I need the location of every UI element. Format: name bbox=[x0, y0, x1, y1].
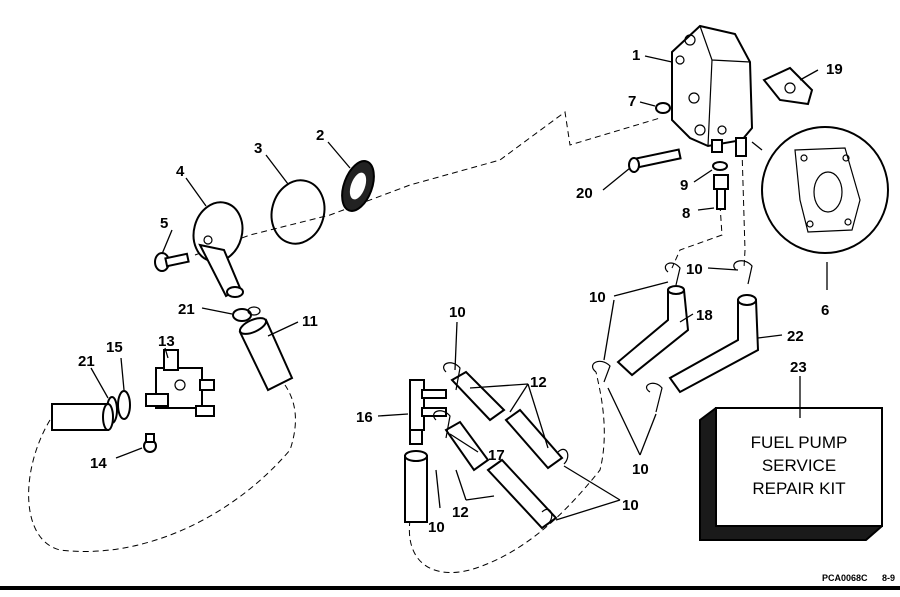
o-ring-part-15 bbox=[117, 390, 131, 420]
valve-assembly-part-13 bbox=[145, 349, 215, 417]
callout-21-a: 21 bbox=[178, 301, 195, 318]
clamp-part-10 bbox=[591, 260, 753, 413]
washer-part-9 bbox=[712, 161, 728, 171]
callout-15: 15 bbox=[106, 339, 123, 356]
callout-2: 2 bbox=[316, 127, 324, 144]
diaphragm-part-2 bbox=[341, 160, 375, 212]
callout-21-b: 21 bbox=[78, 353, 95, 370]
callout-18: 18 bbox=[696, 307, 713, 324]
callout-10-c: 10 bbox=[449, 304, 466, 321]
callout-10-a: 10 bbox=[686, 261, 703, 278]
gasket-part-19 bbox=[762, 66, 814, 106]
callout-16: 16 bbox=[356, 409, 373, 426]
callout-7: 7 bbox=[628, 93, 636, 110]
callout-numbers: 1 2 3 4 5 6 7 8 9 10 10 10 10 10 10 11 1… bbox=[78, 47, 843, 536]
callout-4: 4 bbox=[176, 163, 185, 180]
gasket-ring-part-3 bbox=[270, 179, 326, 245]
callout-23: 23 bbox=[790, 359, 807, 376]
callout-17: 17 bbox=[488, 447, 505, 464]
callout-12-b: 12 bbox=[452, 504, 469, 521]
hose-vertical-lower bbox=[404, 450, 428, 523]
callout-10-e: 10 bbox=[622, 497, 639, 514]
repair-kit-box: FUEL PUMP SERVICE REPAIR KIT bbox=[699, 407, 883, 541]
callout-14: 14 bbox=[90, 455, 107, 472]
callout-6: 6 bbox=[821, 302, 829, 319]
fitting-part-14 bbox=[143, 433, 157, 453]
leader-lines bbox=[90, 55, 828, 521]
kit-label-line1: FUEL PUMP bbox=[751, 433, 848, 452]
callout-11: 11 bbox=[302, 313, 318, 330]
hose-part-18 bbox=[616, 285, 690, 377]
kit-label-line2: SERVICE bbox=[762, 456, 836, 475]
fitting-part-8 bbox=[713, 174, 729, 210]
callout-20: 20 bbox=[576, 185, 593, 202]
fuel-pump-body bbox=[671, 24, 754, 157]
callout-9: 9 bbox=[680, 177, 688, 194]
o-ring-part-21 bbox=[232, 306, 261, 322]
screw-part-5 bbox=[154, 252, 190, 272]
filter-hose-lower-left bbox=[51, 403, 114, 431]
callout-19: 19 bbox=[826, 61, 843, 78]
o-ring-part-7 bbox=[655, 102, 671, 114]
clamp-part-10-center bbox=[433, 362, 569, 525]
callout-22: 22 bbox=[787, 328, 804, 345]
callout-10-f: 10 bbox=[428, 519, 445, 536]
screw-part-20 bbox=[628, 148, 682, 173]
pump-cover-part-4 bbox=[192, 201, 244, 298]
kit-label-line3: REPAIR KIT bbox=[752, 479, 845, 498]
callout-10-d: 10 bbox=[632, 461, 649, 478]
callout-5: 5 bbox=[160, 215, 168, 232]
detail-circle-part-6 bbox=[751, 126, 889, 254]
hose-part-22 bbox=[668, 294, 760, 394]
callout-12-a: 12 bbox=[530, 374, 547, 391]
figure-date: 8-9 bbox=[882, 573, 895, 583]
figure-code: PCA0068C bbox=[822, 573, 868, 583]
hose-part-12 bbox=[444, 370, 564, 530]
assembly-dashed-lines bbox=[28, 111, 746, 574]
t-connector-part-16 bbox=[409, 379, 447, 445]
hose-part-11 bbox=[238, 317, 294, 392]
callout-10-b: 10 bbox=[589, 289, 606, 306]
callout-3: 3 bbox=[254, 140, 262, 157]
callout-13: 13 bbox=[158, 333, 175, 350]
callout-1: 1 bbox=[632, 47, 640, 64]
callout-8: 8 bbox=[682, 205, 690, 222]
